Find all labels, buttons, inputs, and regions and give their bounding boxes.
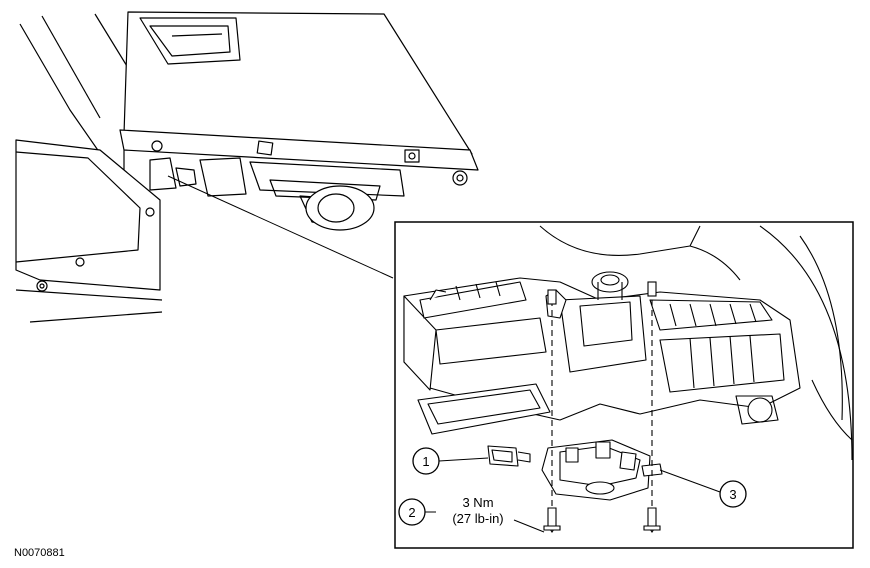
fasteners xyxy=(543,281,661,533)
callout-2: 2 xyxy=(398,498,436,526)
torque-metric: 3 Nm xyxy=(462,495,493,510)
callout-1: 1 xyxy=(412,447,489,475)
svg-text:3: 3 xyxy=(729,487,736,502)
figure-id: N0070881 xyxy=(14,547,65,559)
temperature-door-actuator xyxy=(541,439,663,501)
callout-3: 3 xyxy=(659,469,747,508)
torque-imperial: (27 lb-in) xyxy=(452,511,503,526)
instrument-panel-overview xyxy=(15,11,479,323)
electrical-connector xyxy=(487,445,531,467)
torque-spec: 3 Nm (27 lb-in) xyxy=(452,495,545,533)
detail-leader-line xyxy=(167,175,394,279)
svg-text:2: 2 xyxy=(408,505,415,520)
svg-text:1: 1 xyxy=(422,454,429,469)
